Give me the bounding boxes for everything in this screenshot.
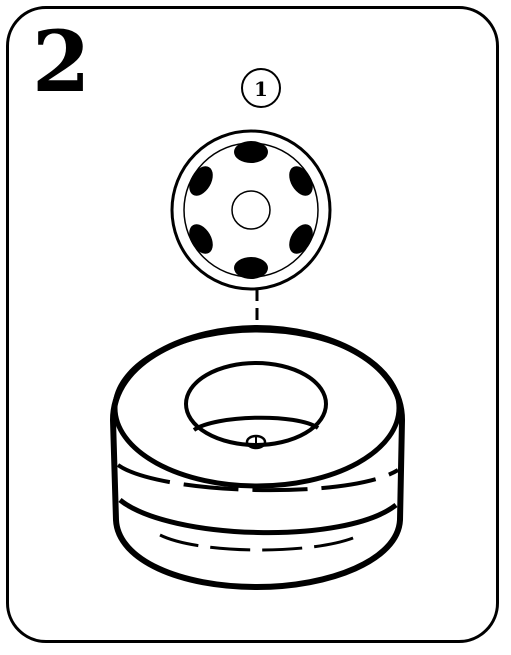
tire-icon bbox=[113, 328, 402, 587]
wheel-icon bbox=[172, 131, 330, 289]
callout-label: 1 bbox=[254, 77, 268, 101]
callout-marker: 1 bbox=[242, 69, 280, 107]
